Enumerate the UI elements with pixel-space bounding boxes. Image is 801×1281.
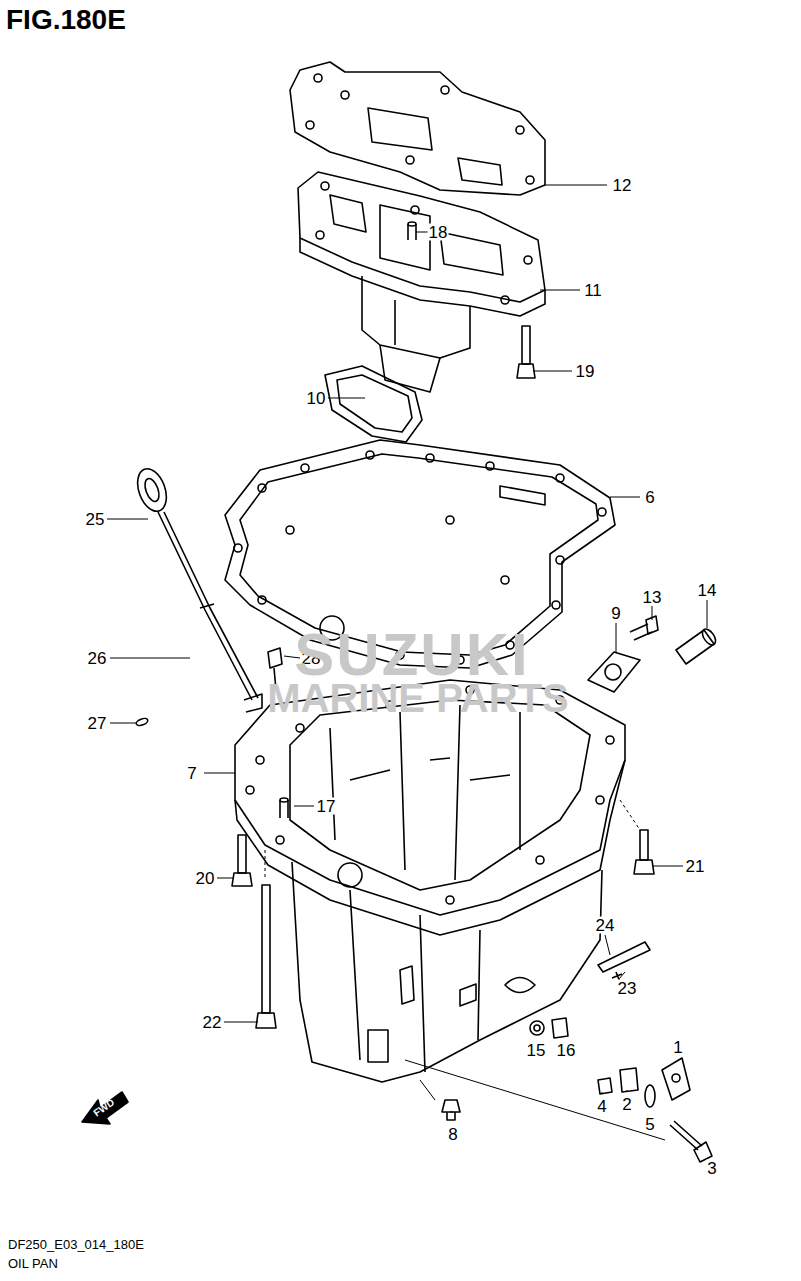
figure-title: FIG.180E xyxy=(6,6,126,34)
callout-number: 11 xyxy=(583,282,603,299)
bolt xyxy=(517,326,535,378)
drain-parts xyxy=(405,942,712,1162)
callout-number: 6 xyxy=(644,489,655,506)
callout-number: 26 xyxy=(87,650,108,667)
figure-caption: OIL PAN xyxy=(8,1257,58,1270)
watermark: MARINE PARTS xyxy=(267,678,568,718)
callout-number: 9 xyxy=(610,605,621,622)
callout-number: 14 xyxy=(697,582,718,599)
bolts xyxy=(232,830,654,1028)
dipstick xyxy=(132,465,282,727)
callout-number: 23 xyxy=(617,980,638,997)
callout-number: 17 xyxy=(316,798,337,815)
callout-number: 3 xyxy=(706,1160,717,1177)
callout-number: 12 xyxy=(612,177,633,194)
sensor-parts xyxy=(588,616,718,692)
figure-code: DF250_E03_014_180E xyxy=(8,1238,144,1251)
callout-number: 15 xyxy=(526,1042,547,1059)
callout-number: 21 xyxy=(685,858,706,875)
callout-number: 13 xyxy=(642,589,663,606)
callout-number: 19 xyxy=(575,363,596,380)
callout-number: 5 xyxy=(644,1116,655,1133)
oil-pump-case xyxy=(298,172,545,392)
callout-number: 22 xyxy=(202,1014,223,1031)
oil-pan xyxy=(235,680,625,1082)
watermark: SUZUKI xyxy=(294,625,529,685)
callout-number: 10 xyxy=(306,390,327,407)
callout-number: 2 xyxy=(621,1096,632,1113)
callout-number: 16 xyxy=(556,1042,577,1059)
callout-number: 25 xyxy=(85,511,106,528)
leader-lines xyxy=(107,185,707,1112)
callout-number: 20 xyxy=(195,870,216,887)
callout-number: 27 xyxy=(87,715,108,732)
callout-number: 4 xyxy=(596,1098,607,1115)
callout-number: 1 xyxy=(672,1039,683,1056)
forward-arrow xyxy=(82,1092,128,1124)
callout-number: 8 xyxy=(447,1126,458,1143)
callout-number: 18 xyxy=(428,224,449,241)
o-ring-gasket xyxy=(325,366,422,442)
callout-number: 7 xyxy=(186,765,197,782)
callout-number: 24 xyxy=(595,917,616,934)
